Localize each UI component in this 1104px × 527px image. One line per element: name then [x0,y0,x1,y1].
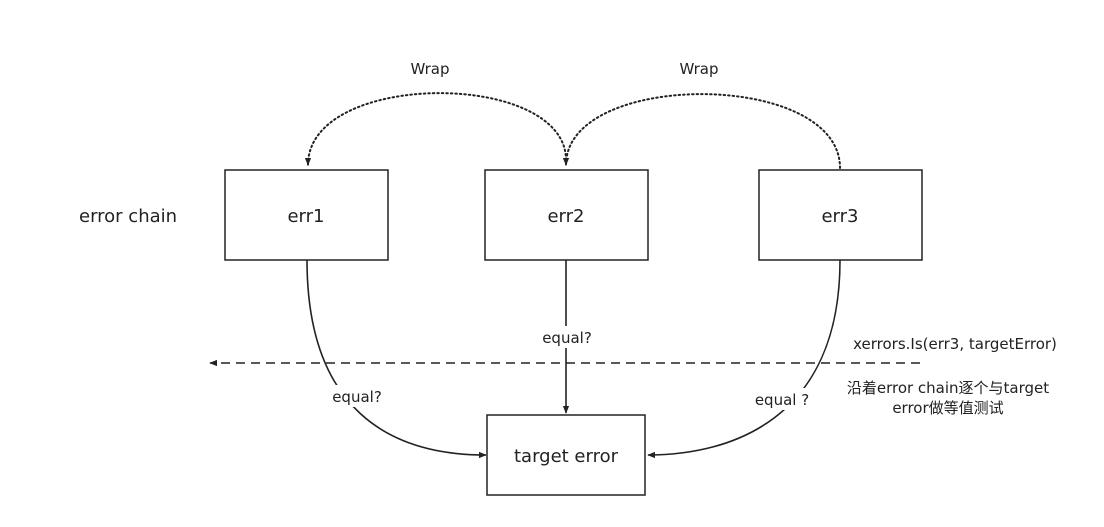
node-err3-label: err3 [821,206,858,227]
equal-label-err3: equal ? [755,391,809,409]
wrap-label-right: Wrap [679,60,718,78]
xerrors-is-call: xerrors.Is(err3, targetError) [853,335,1057,353]
edge-err1-to-target [306,259,487,459]
node-target-error-label: target error [514,446,619,467]
node-err2-label: err2 [547,206,584,227]
wrap-arc-err3-to-err2 [562,93,841,169]
note-line-1: 沿着error chain逐个与target [847,379,1049,397]
equal-label-err2: equal? [542,329,592,347]
equal-label-err1: equal? [332,388,382,406]
node-err2: err2 [484,169,649,261]
wrap-label-left: Wrap [410,60,449,78]
node-err1-label: err1 [287,206,324,227]
edge-err3-to-target [647,259,841,459]
node-err3: err3 [758,169,923,261]
note-line-2: error做等值测试 [892,399,1003,417]
node-err1: err1 [224,169,389,261]
node-target-error: target error [486,414,646,496]
wrap-arc-err2-to-err1 [304,92,567,166]
error-chain-label: error chain [79,206,177,227]
